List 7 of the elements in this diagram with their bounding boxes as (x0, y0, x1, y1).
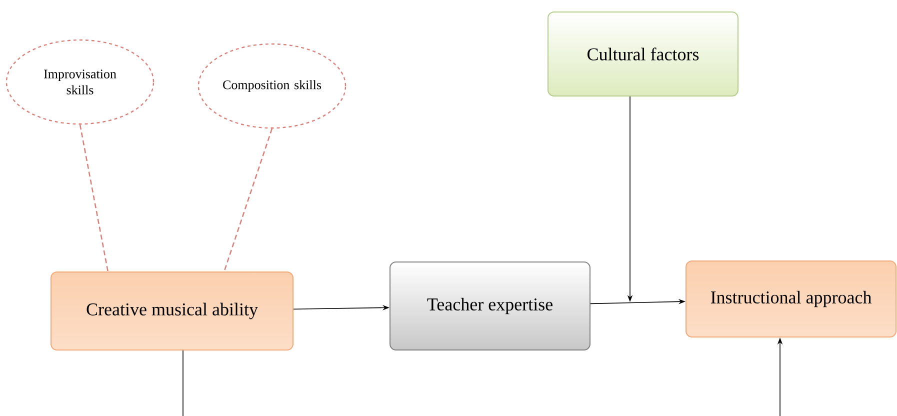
connector-line (223, 128, 273, 272)
connector-line (182, 350, 184, 416)
factor-box: Cultural factors (548, 12, 738, 96)
process-box: Teacher expertise (390, 262, 590, 350)
process-box: Instructional approach (686, 260, 896, 338)
connector-line (79, 124, 109, 272)
process-box: Creative musical ability (50, 272, 294, 350)
